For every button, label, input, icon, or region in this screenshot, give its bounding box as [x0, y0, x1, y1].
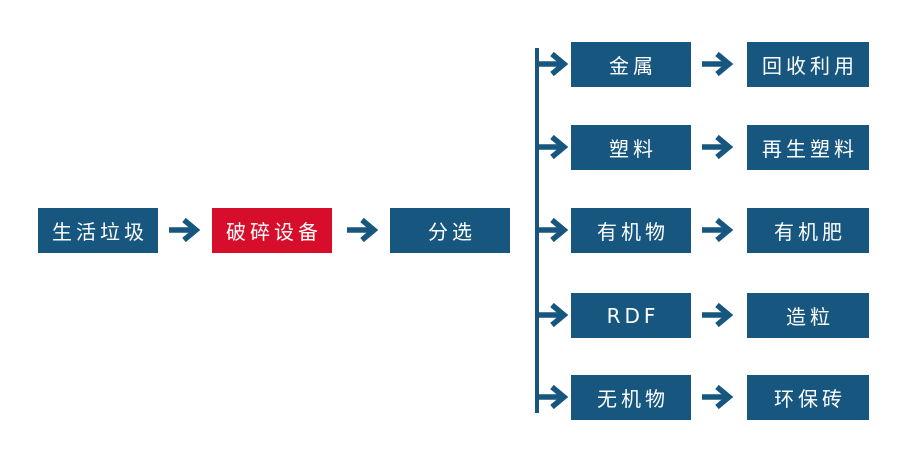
node-eco-brick: 环保砖 — [747, 375, 869, 420]
node-metal: 金属 — [571, 42, 691, 87]
arrow-right-icon — [537, 302, 569, 328]
node-granulation: 造粒 — [747, 293, 869, 338]
arrow-right-icon — [537, 134, 569, 160]
node-inorganic-matter: 无机物 — [571, 375, 691, 420]
arrow-right-icon — [702, 384, 734, 410]
node-crushing-equipment: 破碎设备 — [212, 208, 332, 253]
node-recycled-plastic: 再生塑料 — [747, 125, 869, 170]
branch-row-inorganic: 无机物 环保砖 — [0, 375, 900, 420]
arrow-right-icon — [702, 51, 734, 77]
node-plastic: 塑料 — [571, 125, 691, 170]
node-organic-fertilizer: 有机肥 — [747, 208, 869, 253]
arrow-right-icon — [537, 217, 569, 243]
node-recycling-use: 回收利用 — [747, 42, 869, 87]
node-organic-matter: 有机物 — [571, 208, 691, 253]
branch-row-metal: 金属 回收利用 — [0, 42, 900, 87]
arrow-right-icon — [537, 51, 569, 77]
branch-row-organic: 有机物 有机肥 — [0, 208, 900, 253]
arrow-right-icon — [702, 134, 734, 160]
node-sorting: 分选 — [390, 208, 510, 253]
branch-row-plastic: 塑料 再生塑料 — [0, 125, 900, 170]
arrow-right-icon — [537, 384, 569, 410]
node-rdf: RDF — [571, 293, 691, 338]
arrow-right-icon — [169, 217, 201, 243]
arrow-right-icon — [702, 302, 734, 328]
branch-row-rdf: RDF 造粒 — [0, 293, 900, 338]
node-household-waste: 生活垃圾 — [38, 208, 158, 253]
arrow-right-icon — [347, 217, 379, 243]
arrow-right-icon — [702, 217, 734, 243]
